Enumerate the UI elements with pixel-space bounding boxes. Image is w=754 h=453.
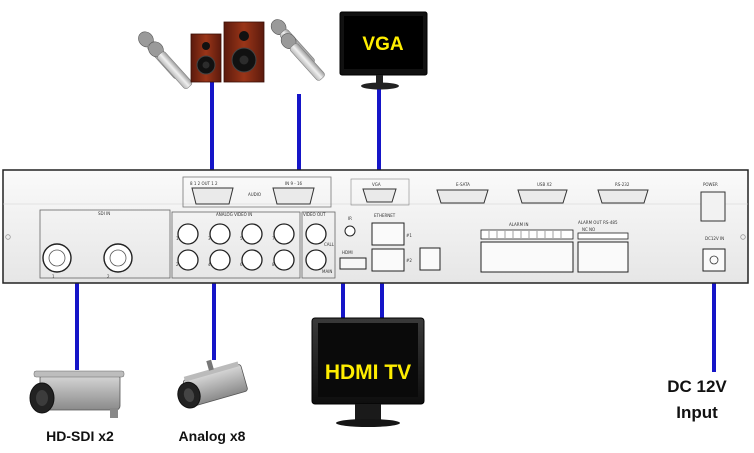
analog-video-in-label: ANALOG VIDEO IN — [216, 212, 252, 217]
rs232-port — [597, 189, 649, 204]
analog-port-7 — [273, 223, 295, 245]
esata-port — [436, 189, 489, 204]
esata-label: E-SATA — [456, 182, 470, 187]
audio-out-port — [191, 187, 234, 205]
audio-out-label: 8 1 2 OUT 1 2 — [190, 181, 218, 186]
ir-port — [344, 225, 356, 237]
sdi-port-1-label: 1 — [52, 274, 55, 279]
hd-sdi-label: HD-SDI x2 — [46, 428, 114, 444]
analog-port-1 — [177, 223, 199, 245]
video-out-call-port — [305, 223, 327, 245]
analog-port-label-4: 4 — [208, 262, 211, 267]
power-switch — [700, 191, 726, 222]
analog-label: Analog x8 — [179, 428, 246, 444]
analog-port-label-1: 1 — [176, 236, 179, 241]
video-out-call-label: CALL — [324, 242, 335, 247]
alarm-out-sub-label: NC NO — [582, 227, 595, 232]
ir-label: IR — [348, 216, 352, 221]
analog-port-label-6: 6 — [240, 262, 243, 267]
ethernet-port-2-label: #2 — [406, 258, 412, 263]
dc12v-port — [702, 248, 726, 272]
ethernet-port-1 — [371, 222, 405, 246]
esata-port-group: E-SATA — [436, 182, 489, 204]
sdi-port-1 — [42, 243, 72, 273]
audio-in-label: IN 9 - 16 — [285, 181, 303, 186]
audio-in-port — [272, 187, 315, 205]
dc12v-label: DC12V IN — [705, 236, 724, 241]
analog-port-label-7: 7 — [272, 236, 275, 241]
audio-port-group: 8 1 2 OUT 1 2 AUDIO IN 9 - 16 — [182, 176, 332, 208]
sdi-in-label: SDI IN — [98, 211, 110, 216]
analog-camera: Analog x8 — [177, 359, 248, 444]
video-out-main-label: MAIN — [322, 269, 332, 274]
hdmi-port — [339, 257, 367, 270]
power-label: POWER — [703, 182, 718, 187]
analog-port-label-2: 2 — [176, 262, 179, 267]
ethernet-group: ETHERNET #1 #2 — [371, 213, 441, 272]
analog-port-4 — [209, 249, 231, 271]
rs232-label: RS-232 — [615, 182, 630, 187]
vga-monitor-label: VGA — [362, 34, 403, 55]
dc-input-line2: Input — [676, 403, 718, 422]
analog-port-8 — [273, 249, 295, 271]
analog-port-label-8: 8 — [272, 262, 275, 267]
hd-sdi-camera: HD-SDI x2 — [29, 370, 125, 444]
ethernet-port-2 — [371, 248, 405, 272]
alarm-out-group: ALARM OUT RS-485 NC NO — [577, 220, 629, 273]
power-switch-group: POWER — [700, 182, 726, 222]
analog-port-label-5: 5 — [240, 236, 243, 241]
sdi-port-2 — [103, 243, 133, 273]
dc-input-line1: DC 12V — [667, 377, 727, 396]
analog-port-3 — [209, 223, 231, 245]
dvr-rear-panel: 8 1 2 OUT 1 2 AUDIO IN 9 - 16 VGA E-SATA… — [2, 169, 749, 284]
alarm-in-label: ALARM IN — [509, 222, 528, 227]
analog-port-2 — [177, 249, 199, 271]
analog-ports — [177, 223, 295, 271]
ir-hdmi-group: IR HDMI — [339, 216, 367, 270]
alarm-out-terminal — [577, 241, 629, 273]
speakers — [190, 21, 265, 83]
vga-monitor: VGA — [339, 11, 428, 90]
usb-port-group: USB X2 — [517, 182, 568, 204]
analog-port-6 — [241, 249, 263, 271]
dc-input-caption: DC 12V Input — [667, 377, 727, 422]
vga-port-label: VGA — [372, 182, 381, 187]
connector-lines — [75, 74, 716, 372]
microphones-left — [138, 31, 193, 89]
sdi-port-2-label: 2 — [107, 274, 110, 279]
audio-label: AUDIO — [248, 192, 261, 197]
usb-label: USB X2 — [537, 182, 552, 187]
analog-port-label-3: 3 — [208, 236, 211, 241]
dc12v-group: DC12V IN — [702, 236, 726, 272]
microphones-right — [270, 19, 325, 81]
video-out-group: VIDEO OUT CALL MAIN — [301, 211, 336, 279]
sdi-in-group: SDI IN 1 2 — [39, 209, 171, 279]
alarm-in-group: ALARM IN — [480, 222, 574, 273]
hdmi-tv-label: HDMI TV — [325, 361, 411, 384]
video-out-main-port — [305, 249, 327, 271]
ethernet-label: ETHERNET — [374, 213, 396, 218]
hdmi-label: HDMI — [342, 250, 353, 255]
ethernet-port-1-label: #1 — [406, 233, 412, 238]
vga-port-group: VGA — [350, 178, 410, 206]
usb-port — [517, 189, 568, 204]
analog-video-in-group: ANALOG VIDEO IN 1 2 3 4 5 6 7 8 — [171, 211, 301, 279]
ethernet-aux-port — [419, 247, 441, 271]
analog-port-5 — [241, 223, 263, 245]
rs232-port-group: RS-232 — [597, 182, 649, 204]
hdmi-tv: HDMI TV — [311, 317, 425, 427]
video-out-label: VIDEO OUT — [303, 212, 326, 217]
alarm-in-terminal — [480, 241, 574, 273]
alarm-out-label: ALARM OUT RS-485 — [578, 220, 618, 225]
vga-port — [362, 188, 397, 203]
